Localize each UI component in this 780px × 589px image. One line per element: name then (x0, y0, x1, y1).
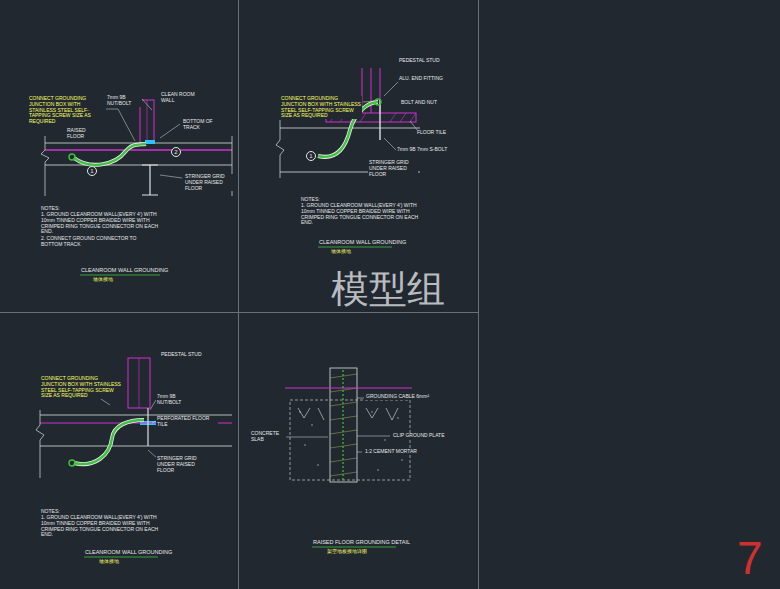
callout-number: 2 (174, 149, 177, 155)
part-label: PERFORATED FLOOR TILE (156, 416, 218, 428)
part-label: CLIP GROUND PLATE (392, 433, 454, 439)
part-label: 7mm 9B 7mm S-BOLT (396, 147, 454, 153)
callout-circle: 1 (306, 151, 316, 161)
part-label: CONCRETE SLAB (250, 431, 286, 443)
note-text: 1. GROUND CLEANROOM WALL(EVERY 4') WITH … (300, 203, 420, 226)
part-label: ALU. END FITTING (398, 76, 448, 82)
part-label: RAISED FLOOR (66, 128, 104, 140)
callout-circle: 2 (171, 147, 181, 157)
detail-title: CLEANROOM WALL GROUNDING (80, 267, 182, 273)
callout-number: 1 (90, 168, 93, 174)
detail-subtitle: 墙体接地 (330, 249, 372, 255)
detail-subtitle: 墙体接地 (98, 559, 140, 565)
note-text: CONNECT GROUNDING JUNCTION BOX WITH STAI… (40, 376, 122, 399)
callout-circle: 1 (87, 166, 97, 176)
notes-heading: NOTES: (300, 197, 332, 203)
part-label: PEDESTAL STUD (398, 58, 444, 64)
part-label: CLEAN ROOM WALL (160, 92, 206, 104)
note-text: CONNECT GROUNDING JUNCTION BOX WITH STAI… (280, 96, 362, 119)
note-text: 1. GROUND CLEANROOM WALL(EVERY 4') WITH … (40, 515, 160, 538)
part-label: STRINGER GRID UNDER RAISED FLOOR (156, 456, 206, 473)
watermark: 模型组 (330, 268, 446, 312)
part-label: BOTTOM OF TRACK (182, 119, 228, 131)
part-label: GROUNDING CABLE 6mm² (365, 394, 437, 400)
detail-title: RAISED FLOOR GROUNDING DETAIL (312, 539, 424, 545)
notes-heading: NOTES: (40, 509, 72, 515)
wall-detail-3 (36, 358, 232, 557)
wall-detail-2 (276, 68, 420, 247)
note-text: 2. CONNECT GROUND CONNECTOR TO BOTTOM TR… (40, 236, 152, 248)
part-label: STRINGER GRID UNDER RAISED FLOOR (368, 160, 418, 177)
callout-number: 1 (309, 153, 312, 159)
part-label: BOLT AND NUT (400, 100, 442, 106)
panel-grid (0, 0, 479, 589)
part-label: 1:2 CEMENT MORTAR (364, 449, 426, 455)
detail-subtitle: 墙体接地 (92, 277, 134, 283)
part-label: PEDESTAL STUD (160, 352, 206, 358)
notes-heading: NOTES: (40, 206, 72, 212)
note-text: CONNECT GROUNDING JUNCTION BOX WITH STAI… (28, 96, 106, 125)
part-label: 7mm 9B NUT/BOLT (156, 394, 198, 406)
detail-title: CLEANROOM WALL GROUNDING (318, 239, 420, 245)
part-label: STRINGER GRID UNDER RAISED FLOOR (184, 174, 234, 191)
part-label: 7mm 9B NUT/BOLT (106, 95, 142, 107)
detail-title: CLEANROOM WALL GROUNDING (84, 549, 186, 555)
note-text: 1. GROUND CLEANROOM WALL(EVERY 4') WITH … (40, 212, 160, 235)
sheet-number: 7 (736, 532, 764, 585)
detail-subtitle: 架空地板接地详图 (326, 549, 388, 555)
part-label: FLOOR TILE (416, 130, 458, 136)
